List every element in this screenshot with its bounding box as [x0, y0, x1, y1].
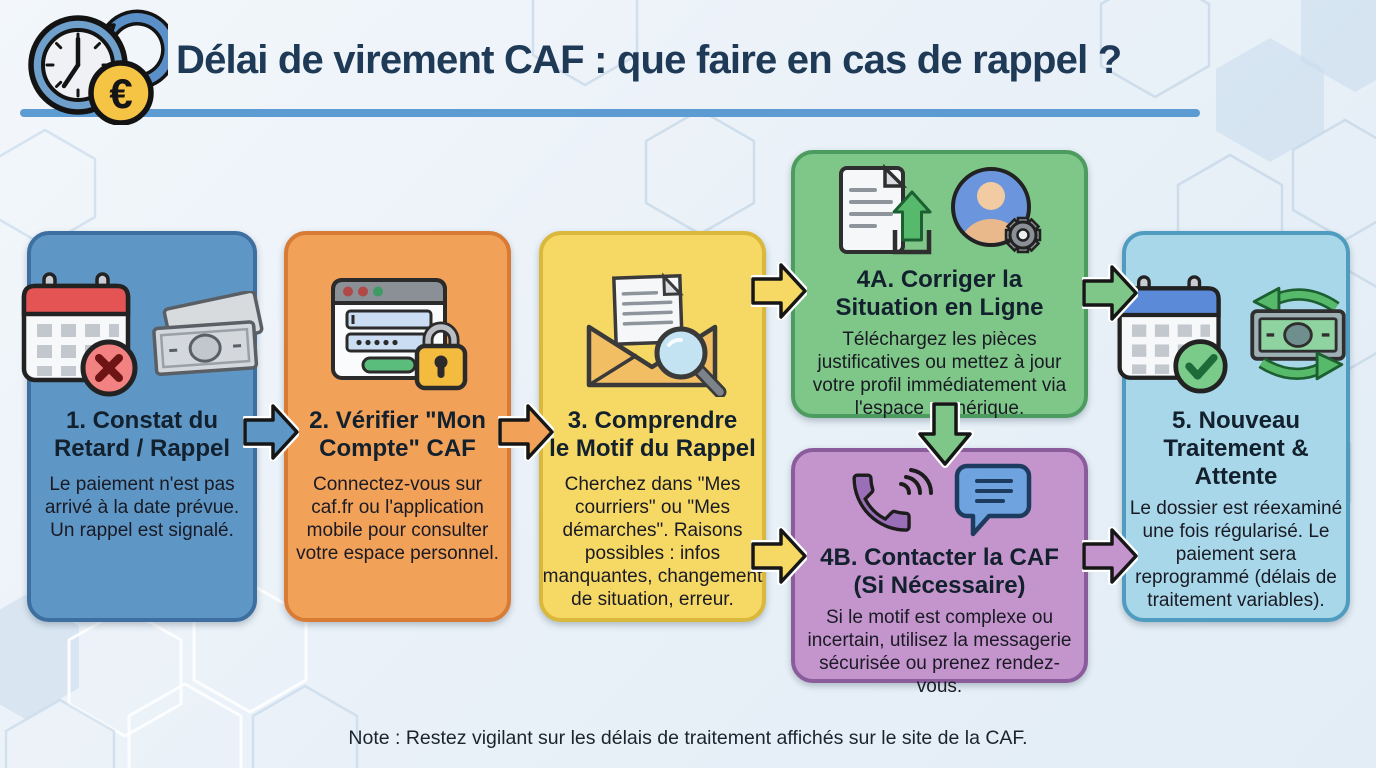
- step-box-4b: 4B. Contacter la CAF (Si Nécessaire) Si …: [791, 448, 1088, 697]
- step-2-icons: [327, 265, 469, 403]
- chat-bubble-icon: [954, 463, 1031, 537]
- step-4b-body: Si le motif est complexe ou incertain, u…: [807, 606, 1072, 697]
- step-3-icons: [577, 265, 729, 403]
- arrow-step4a-to-step4b: [916, 402, 974, 468]
- profile-gear-icon: [950, 167, 1041, 254]
- step-box-5: 5. Nouveau Traitement & Attente Le dossi…: [1117, 231, 1350, 622]
- page-title: Délai de virement CAF : que faire en cas…: [176, 38, 1122, 82]
- document-upload-icon: [838, 164, 931, 255]
- gear-icon: [1004, 216, 1041, 254]
- padlock-icon: [414, 321, 467, 391]
- step-box-3: 3. Comprendre le Motif du Rappel Cherche…: [539, 231, 766, 622]
- arrow-step4a-to-step5: [1082, 264, 1138, 322]
- arrow-step3-to-step4b: [751, 527, 807, 585]
- step-4a-icons: [835, 164, 1045, 262]
- step-box-4a: 4A. Corriger la Situation en Ligne Téléc…: [791, 150, 1088, 419]
- title-underline: [20, 109, 1200, 117]
- arrow-step3-to-step4a: [751, 262, 807, 320]
- money-cycle-icon: [1250, 286, 1346, 381]
- step-4b-title: 4B. Contacter la CAF (Si Nécessaire): [820, 544, 1059, 599]
- step-5-icons: [1113, 265, 1359, 403]
- calendar-error-icon: [21, 272, 138, 397]
- arrow-step4b-to-step5: [1082, 527, 1138, 585]
- step-5-body: Le dossier est réexaminé une fois régula…: [1129, 498, 1343, 612]
- svg-text:€: €: [109, 70, 132, 117]
- step-3-title: 3. Comprendre le Motif du Rappel: [549, 407, 756, 462]
- phone-icon: [851, 468, 933, 532]
- step-2-body: Connectez-vous sur caf.fr ou l'applicati…: [296, 473, 499, 564]
- banknotes-icon: [152, 291, 264, 377]
- step-box-2: 2. Vérifier "Mon Compte" CAF Connectez-v…: [284, 231, 511, 622]
- clock-euro-refresh-icon: €: [28, 9, 168, 125]
- calendar-check-icon: [1117, 275, 1228, 394]
- step-2-title: 2. Vérifier "Mon Compte" CAF: [309, 407, 486, 462]
- login-window-icon: [330, 278, 467, 391]
- step-1-icons: [17, 265, 267, 403]
- step-3-body: Cherchez dans "Mes courriers" ou "Mes dé…: [542, 473, 763, 610]
- step-1-body: Le paiement n'est pas arrivé à la date p…: [44, 473, 240, 541]
- arrow-step2-to-step3: [498, 403, 554, 461]
- arrow-step1-to-step2: [243, 403, 299, 461]
- step-4a-title: 4A. Corriger la Situation en Ligne: [835, 266, 1044, 321]
- step-box-1: 1. Constat du Retard / Rappel Le paiemen…: [21, 231, 264, 622]
- step-4a-body: Téléchargez les pièces justificatives ou…: [812, 328, 1067, 419]
- footer-note: Note : Restez vigilant sur les délais de…: [348, 727, 1028, 749]
- step-1-title: 1. Constat du Retard / Rappel: [53, 407, 231, 462]
- step-4b-icons: [843, 460, 1037, 540]
- step-5-title: 5. Nouveau Traitement & Attente: [1163, 407, 1309, 490]
- envelope-magnifier-icon: [586, 272, 726, 397]
